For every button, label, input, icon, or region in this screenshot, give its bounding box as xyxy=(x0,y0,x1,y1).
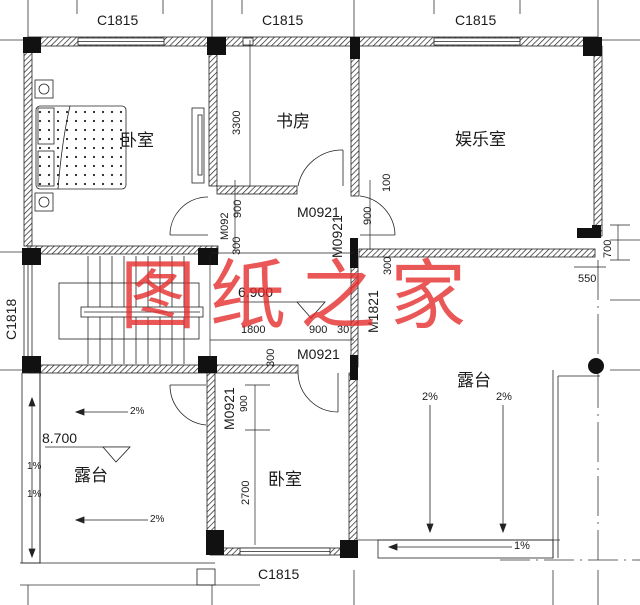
dim-300-d: 300 xyxy=(265,348,277,367)
door-label-bedroom-top: M092 xyxy=(219,212,231,240)
dim-2700: 2700 xyxy=(240,480,252,505)
window-label-bottom: C1815 xyxy=(258,566,300,582)
dim-900-d: 900 xyxy=(239,395,250,412)
door-label-hall: M0921 xyxy=(297,346,340,362)
dimension-lines xyxy=(209,40,630,545)
dim-3300: 3300 xyxy=(231,110,243,135)
slope-left-side-2: 1% xyxy=(27,489,42,500)
slope-left-bottom: 2% xyxy=(150,514,165,525)
window-label-top-left: C1815 xyxy=(97,12,139,28)
dim-900-b: 900 xyxy=(362,206,374,225)
door-label-bedroom-bottom: M0921 xyxy=(221,387,237,430)
staircase xyxy=(58,256,204,364)
dim-30: 30 xyxy=(337,324,350,336)
elevation-hall: 6.900 xyxy=(238,284,274,300)
room-label-bedroom-bottom: 卧室 xyxy=(268,470,302,490)
window-label-top-right: C1815 xyxy=(455,12,497,28)
slope-left-top: 2% xyxy=(130,406,145,417)
bed xyxy=(34,79,205,212)
dim-900-a: 900 xyxy=(232,199,244,218)
room-label-study: 书房 xyxy=(276,112,310,132)
terrace-outline xyxy=(20,370,600,586)
room-label-terrace-left: 露台 xyxy=(74,466,108,486)
columns xyxy=(22,37,604,558)
doors xyxy=(169,149,396,426)
dim-900-c: 900 xyxy=(309,324,328,336)
dim-700: 700 xyxy=(602,239,614,258)
watermark: 图纸之家 xyxy=(120,251,480,340)
dim-100: 100 xyxy=(381,173,393,192)
door-label-study: M0921 xyxy=(297,204,340,220)
room-label-bedroom-top: 卧室 xyxy=(120,131,154,151)
elevation-markers xyxy=(45,301,326,463)
slope-left-side-1: 1% xyxy=(27,461,42,472)
dim-550: 550 xyxy=(578,273,597,285)
window-label-top-middle: C1815 xyxy=(262,12,304,28)
slope-right-a: 2% xyxy=(422,391,438,403)
windows xyxy=(23,37,521,556)
room-label-entertainment: 娱乐室 xyxy=(455,130,506,150)
window-label-left-side: C1818 xyxy=(3,298,19,340)
elevation-terrace: 8.700 xyxy=(42,430,78,446)
dim-1800: 1800 xyxy=(241,324,266,336)
slope-arrows xyxy=(28,396,512,559)
slope-right-gutter: 1% xyxy=(514,540,530,552)
room-label-terrace-right: 露台 xyxy=(457,371,491,391)
slope-right-b: 2% xyxy=(496,391,512,403)
